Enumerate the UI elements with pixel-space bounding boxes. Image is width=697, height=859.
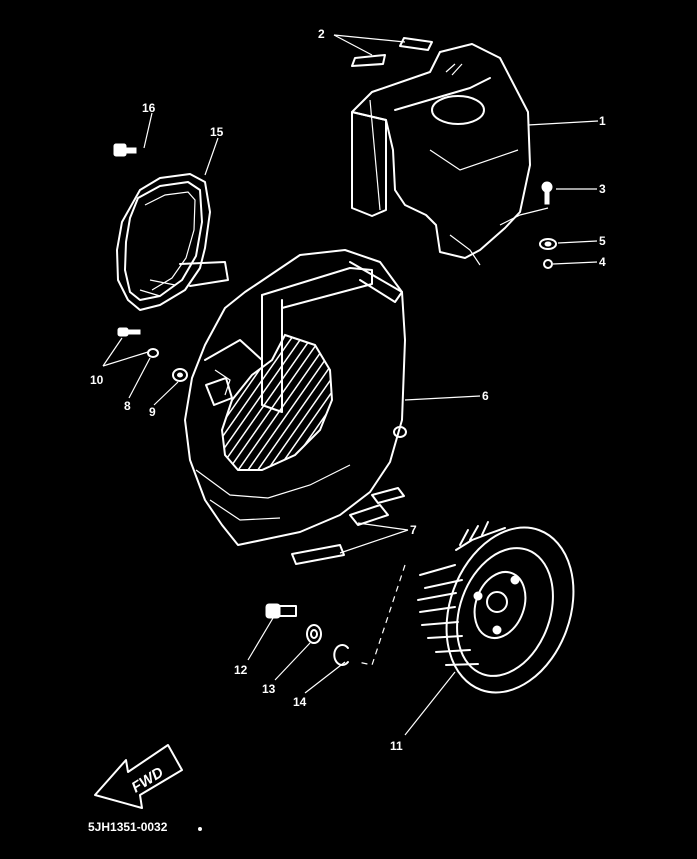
callout-4: 4 [599,255,606,269]
callout-15: 15 [210,125,224,139]
flywheel-nut-part [265,603,297,619]
housing-collar-part [172,368,188,382]
callout-11: 11 [390,739,403,753]
flywheel-circlip-part [333,644,349,666]
callout-5: 5 [599,234,606,248]
shroud-collar-part [539,238,557,250]
callout-8: 8 [124,399,131,413]
callout-9: 9 [149,405,156,419]
callout-2: 2 [318,27,325,41]
shroud-washer-part [543,259,553,269]
callout-leaders [102,34,599,736]
callout-3: 3 [599,182,606,196]
fan-housing-part [184,249,407,546]
forward-direction-arrow: FWD [94,744,183,809]
drawing-code: 5JH1351-0032 [88,820,168,834]
flywheel-fan-part [417,521,575,694]
callout-6: 6 [482,389,489,403]
shroud-label-strips [351,37,433,67]
callout-14: 14 [293,695,307,709]
ring-bolt-part [113,143,137,157]
assembly-axis-line [357,564,406,666]
housing-label-strips [291,487,405,565]
callout-labels: 1 2 3 4 5 6 7 8 9 10 11 12 13 14 15 16 [90,27,606,753]
housing-bolt-part [117,327,141,337]
cylinder-shroud-part [351,43,549,266]
housing-washer-part [147,348,159,358]
callout-16: 16 [142,101,156,115]
callout-13: 13 [262,682,276,696]
callout-7: 7 [410,523,417,537]
callout-10: 10 [90,373,104,387]
flywheel-washer-part [306,624,322,644]
callout-12: 12 [234,663,248,677]
shroud-screw-part [541,181,553,205]
cover-ring-part [116,173,229,311]
callout-1: 1 [599,114,606,128]
code-dot [198,827,202,831]
